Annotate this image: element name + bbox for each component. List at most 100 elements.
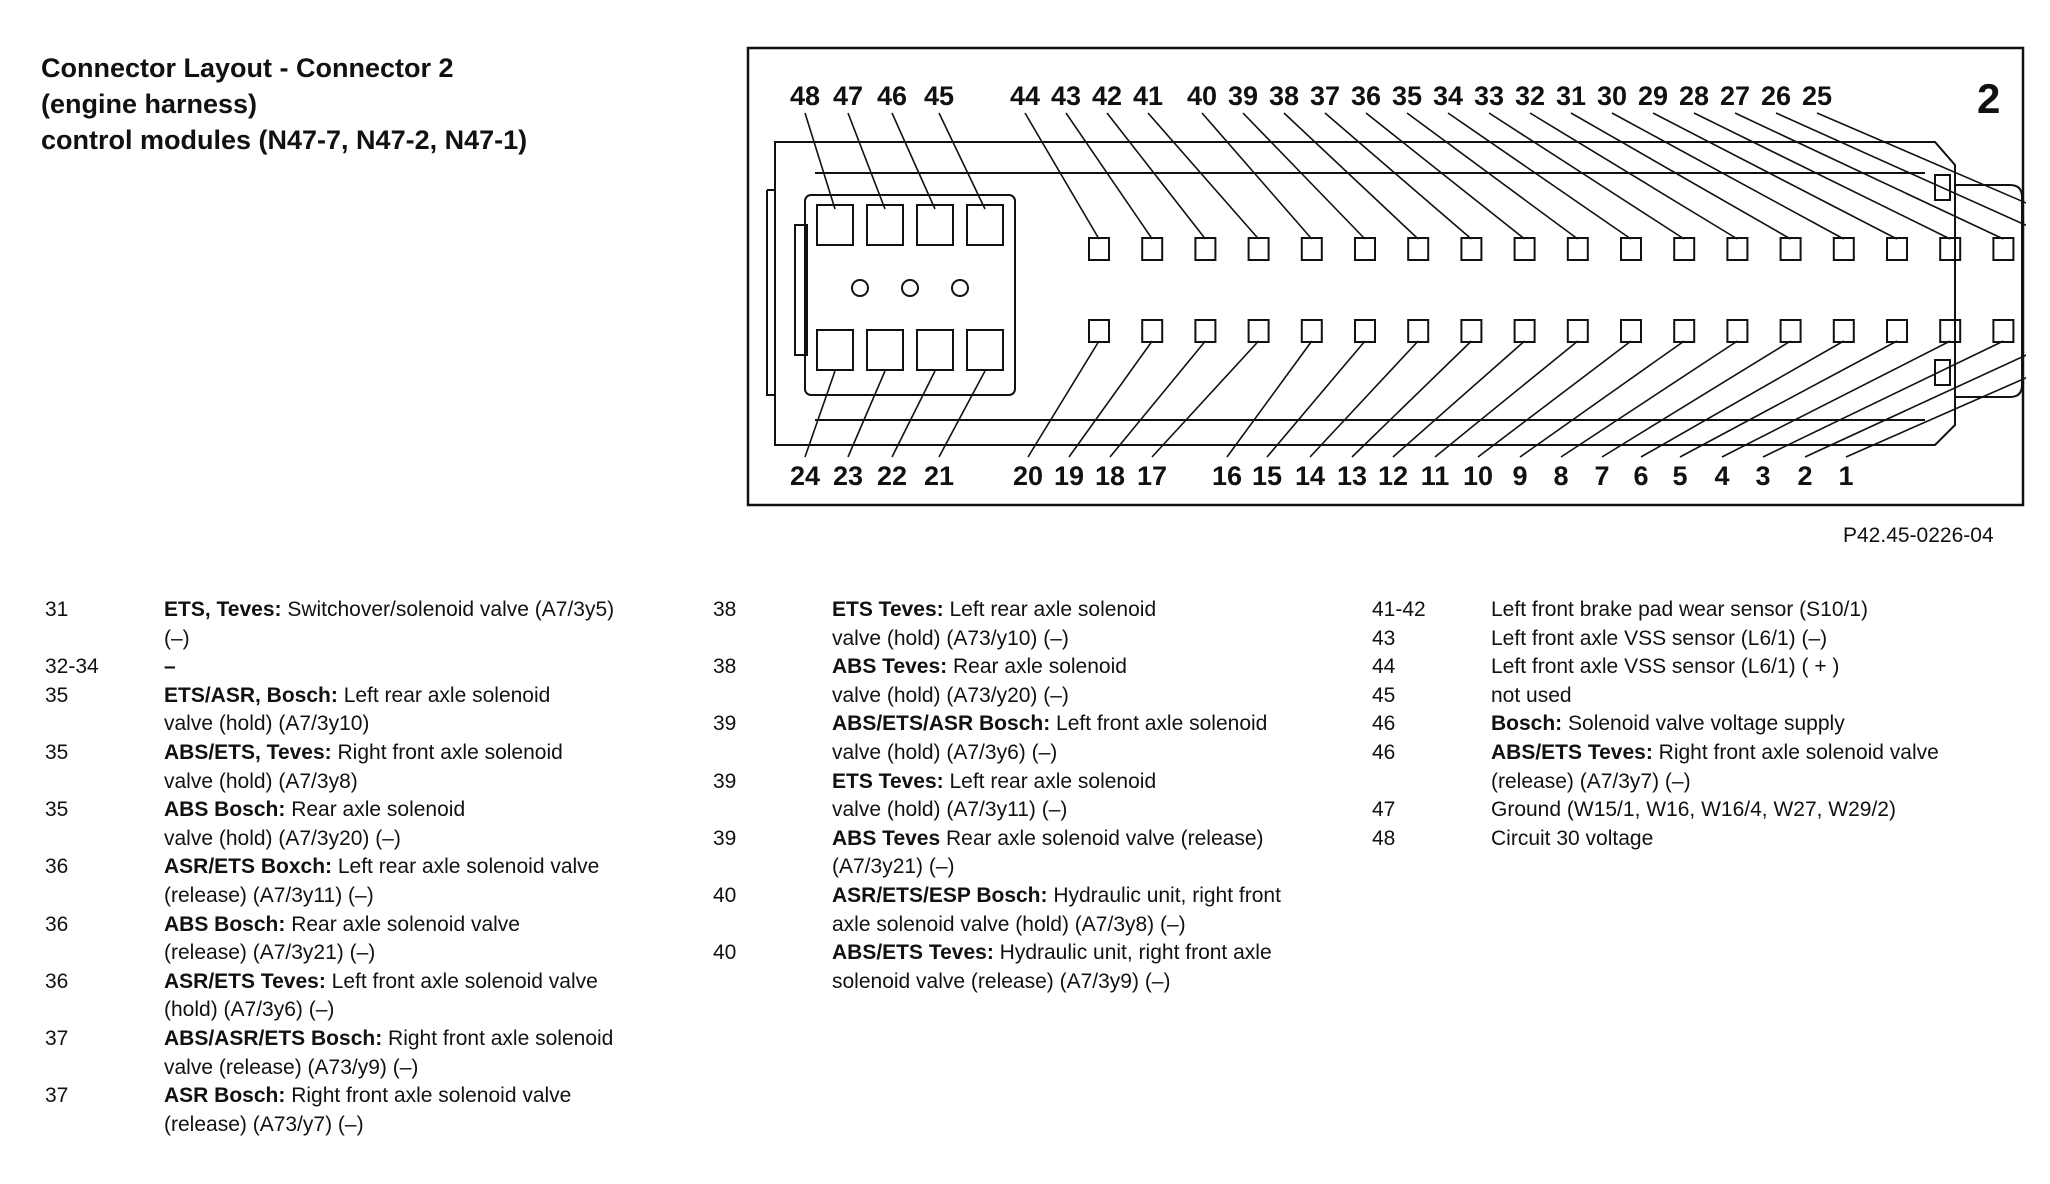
pin-label-bottom: 7 <box>1594 461 1609 491</box>
description-line: Ground (W15/1, W16, W16/4, W27, W29/2) <box>1491 796 2032 825</box>
description-line-2: valve (hold) (A73/y10) (–) <box>832 626 1069 650</box>
pin-label-top: 27 <box>1720 81 1750 111</box>
description-line-2: (release) (A7/3y11) (–) <box>164 883 374 907</box>
leader-line <box>1519 340 1685 458</box>
pin-description: Left front axle VSS sensor (L6/1) (–) <box>1491 625 2032 654</box>
signal-pin-bottom <box>1194 319 1217 343</box>
leader-line <box>891 370 936 458</box>
figure-reference: P42.45-0226-04 <box>1843 524 1994 547</box>
description-line-2: (release) (A7/3y21) (–) <box>164 941 376 965</box>
signal-pin-top <box>1620 237 1642 261</box>
pin-description: ABS Bosch: Rear axle solenoid valve(rele… <box>164 911 690 968</box>
description-line-2: valve (hold) (A7/3y8) <box>164 769 358 793</box>
pin-number: 32-34 <box>45 655 99 679</box>
description-line: – <box>164 653 690 682</box>
leader-line <box>1477 340 1632 458</box>
signal-pin-bottom <box>1407 319 1430 343</box>
power-block-tab <box>794 224 808 356</box>
pin-description: – <box>164 653 690 682</box>
signal-pin-top <box>1513 237 1536 261</box>
leader-line <box>1201 112 1313 240</box>
leader-line <box>1679 340 1898 458</box>
module-label: ABS/ETS Teves: <box>832 941 994 965</box>
leader-line <box>1109 340 1207 458</box>
description-text: Left rear axle solenoid valve <box>332 855 600 879</box>
pin-description: ABS/ETS/ASR Bosch: Left front axle solen… <box>832 710 1323 767</box>
leader-line <box>847 370 886 458</box>
pin-number: 38 <box>713 598 737 621</box>
signal-pin-bottom <box>1566 319 1589 343</box>
signal-pin-bottom <box>1460 319 1483 343</box>
pin-description: ABS Teves Rear axle solenoid valve (rele… <box>832 825 1323 882</box>
pin-description: Ground (W15/1, W16, W16/4, W27, W29/2) <box>1491 796 2032 825</box>
description-text: Right front axle solenoid valve <box>1652 740 1939 764</box>
signal-pin-bottom <box>1300 319 1323 343</box>
leader-line <box>1365 112 1526 240</box>
pin-description: Circuit 30 voltage <box>1491 825 2032 854</box>
signal-pin-bottom <box>1886 319 1908 343</box>
description-line: ABS Bosch: Rear axle solenoid <box>164 796 690 825</box>
pin-label-top: 39 <box>1228 81 1258 111</box>
description-line: ASR/ETS/ESP Bosch: Hydraulic unit, right… <box>832 882 1323 911</box>
description-text: Left front axle solenoid <box>1050 712 1268 736</box>
signal-pin-top <box>1992 237 2015 261</box>
leader-line <box>1640 340 1845 458</box>
pin-label-bottom: 23 <box>833 461 863 491</box>
pin-number: 41-42 <box>1372 598 1426 621</box>
leader-line <box>1804 343 2050 458</box>
pin-label-bottom: 22 <box>877 461 907 491</box>
pin-number: 46 <box>1372 712 1396 736</box>
pin-label-top: 41 <box>1133 81 1163 111</box>
description-line: ABS/ETS, Teves: Right front axle solenoi… <box>164 739 690 768</box>
module-label: Bosch: <box>1491 712 1563 736</box>
description-text: Left rear axle solenoid <box>943 598 1157 621</box>
pin-number: 36 <box>45 855 69 879</box>
module-label: ASR/ETS Boxch: <box>164 855 333 879</box>
leader-line <box>1406 112 1579 240</box>
description-line: ABS/ASR/ETS Bosch: Right front axle sole… <box>164 1025 690 1054</box>
description-line: Circuit 30 voltage <box>1491 825 2032 854</box>
leader-line <box>1845 366 2050 458</box>
signal-pin-bottom <box>1620 319 1642 343</box>
description-line: Left front axle VSS sensor (L6/1) (–) <box>1491 625 2032 654</box>
signal-pin-top <box>1460 237 1483 261</box>
pin-number: 48 <box>1372 826 1396 850</box>
description-text: Right front axle solenoid <box>382 1026 614 1050</box>
module-label: ABS/ETS/ASR Bosch: <box>832 712 1051 736</box>
pin-label-top: 31 <box>1556 81 1586 111</box>
pin-label-bottom: 6 <box>1633 461 1648 491</box>
description-line: ASR/ETS Teves: Left front axle solenoid … <box>164 968 690 997</box>
leader-line <box>1816 112 2050 215</box>
leader-line <box>1068 340 1153 458</box>
pin-label-top: 33 <box>1474 81 1504 111</box>
signal-pin-bottom <box>1832 319 1855 343</box>
description-text: Left rear axle solenoid <box>337 683 551 707</box>
pin-label-top: 42 <box>1092 81 1122 111</box>
module-label: ASR/ETS/ESP Bosch: <box>832 883 1048 907</box>
leader-line <box>1447 112 1632 240</box>
description-line-2: solenoid valve (release) (A7/3y9) (–) <box>832 969 1171 993</box>
pin-number: 35 <box>45 683 69 707</box>
leader-line <box>1106 112 1207 240</box>
pin-label-bottom: 10 <box>1463 461 1493 491</box>
leader-line <box>1147 112 1260 240</box>
pin-label-top: 38 <box>1269 81 1299 111</box>
signal-pin-top <box>1832 237 1855 261</box>
signal-pins <box>1088 237 2050 343</box>
power-pin-cell-top <box>816 204 854 246</box>
leader-line <box>938 112 986 210</box>
pin-label-bottom: 2 <box>1797 461 1812 491</box>
pin-label-top: 47 <box>833 81 863 111</box>
signal-pin-top <box>1726 237 1749 261</box>
description-text: Rear axle solenoid <box>947 655 1127 679</box>
housing-inner-rails <box>815 172 1925 421</box>
description-line: ASR Bosch: Right front axle solenoid val… <box>164 1082 690 1111</box>
description-text: Switchover/solenoid valve (A7/3y5) <box>281 598 615 621</box>
